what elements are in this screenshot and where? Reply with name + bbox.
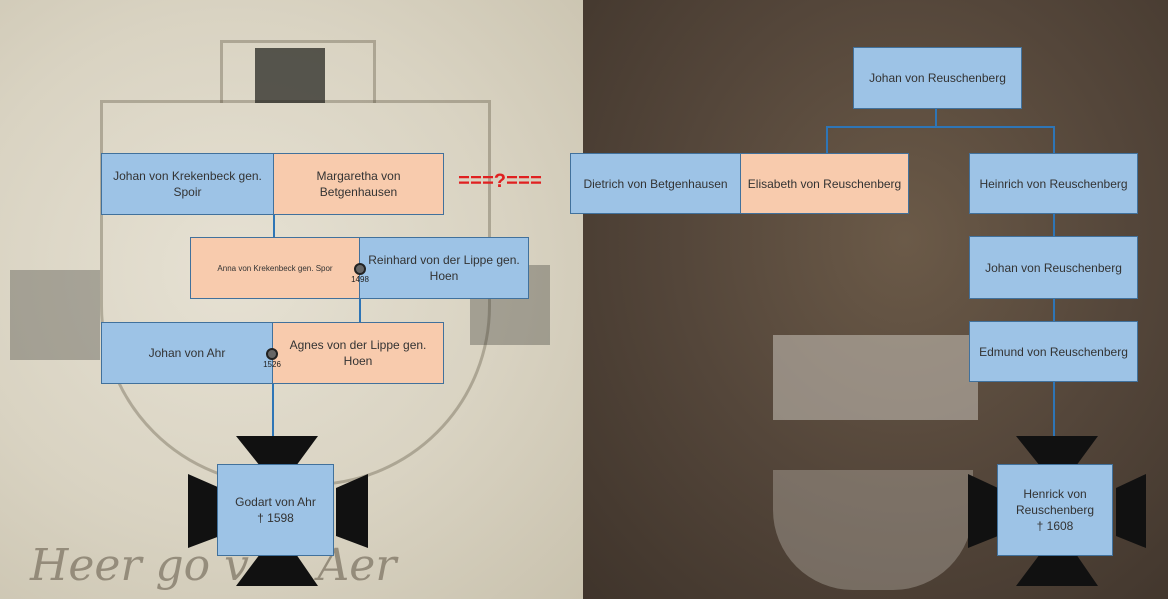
connector-line [1053, 214, 1055, 236]
person-johan-von-reuschenberg-top: Johan von Reuschenberg [853, 47, 1022, 109]
connector-line [273, 215, 275, 237]
connector-line [359, 299, 361, 322]
painted-birds-panel [773, 335, 978, 420]
uncertain-link-label: ===?=== [458, 171, 543, 194]
helmet-crest [255, 48, 325, 103]
connector-line [272, 384, 274, 464]
subject-death: † 1608 [1036, 519, 1074, 533]
left-cross-arm [10, 270, 100, 360]
marriage-ring-icon: 1498 [347, 263, 373, 284]
marriage-year: 1526 [263, 360, 281, 369]
person-reinhard-von-der-lippe: Reinhard von der Lippe gen. Hoen [359, 237, 529, 299]
person-margaretha-von-betgenhausen: Margaretha von Betgenhausen [273, 153, 444, 215]
person-johan-von-krekenbeck: Johan von Krekenbeck gen. Spoir [101, 153, 274, 215]
person-anna-von-krekenbeck: Anna von Krekenbeck gen. Spor [190, 237, 360, 299]
connector-line [935, 109, 937, 127]
marriage-ring-icon: 1526 [259, 348, 285, 369]
painted-shield [773, 470, 973, 590]
subject-death: † 1598 [257, 511, 294, 525]
subject-henrick-von-reuschenberg: Henrick von Reuschenberg † 1608 [997, 464, 1113, 556]
right-cross-pattee-icon [968, 436, 1146, 586]
subject-godart-von-ahr: Godart von Ahr † 1598 [217, 464, 334, 556]
helmet-outline [220, 40, 376, 103]
handwritten-inscription: Heer go van Aer [30, 540, 397, 591]
person-elisabeth-von-reuschenberg: Elisabeth von Reuschenberg [740, 153, 909, 214]
connector-line [1053, 382, 1055, 464]
person-edmund-von-reuschenberg: Edmund von Reuschenberg [969, 321, 1138, 382]
left-cross-pattee-icon [188, 436, 368, 586]
subject-name: Godart von Ahr [235, 495, 316, 509]
person-dietrich-von-betgenhausen: Dietrich von Betgenhausen [570, 153, 741, 214]
connector-line [826, 126, 828, 153]
subject-name: Henrick von Reuschenberg [1015, 487, 1095, 517]
connector-line [1053, 299, 1055, 321]
person-johan-von-reuschenberg: Johan von Reuschenberg [969, 236, 1138, 299]
person-johan-von-ahr: Johan von Ahr [101, 322, 273, 384]
person-agnes-von-der-lippe: Agnes von der Lippe gen. Hoen [272, 322, 444, 384]
connector-line [826, 126, 1054, 128]
connector-line [1053, 126, 1055, 153]
person-heinrich-von-reuschenberg: Heinrich von Reuschenberg [969, 153, 1138, 214]
marriage-year: 1498 [351, 275, 369, 284]
